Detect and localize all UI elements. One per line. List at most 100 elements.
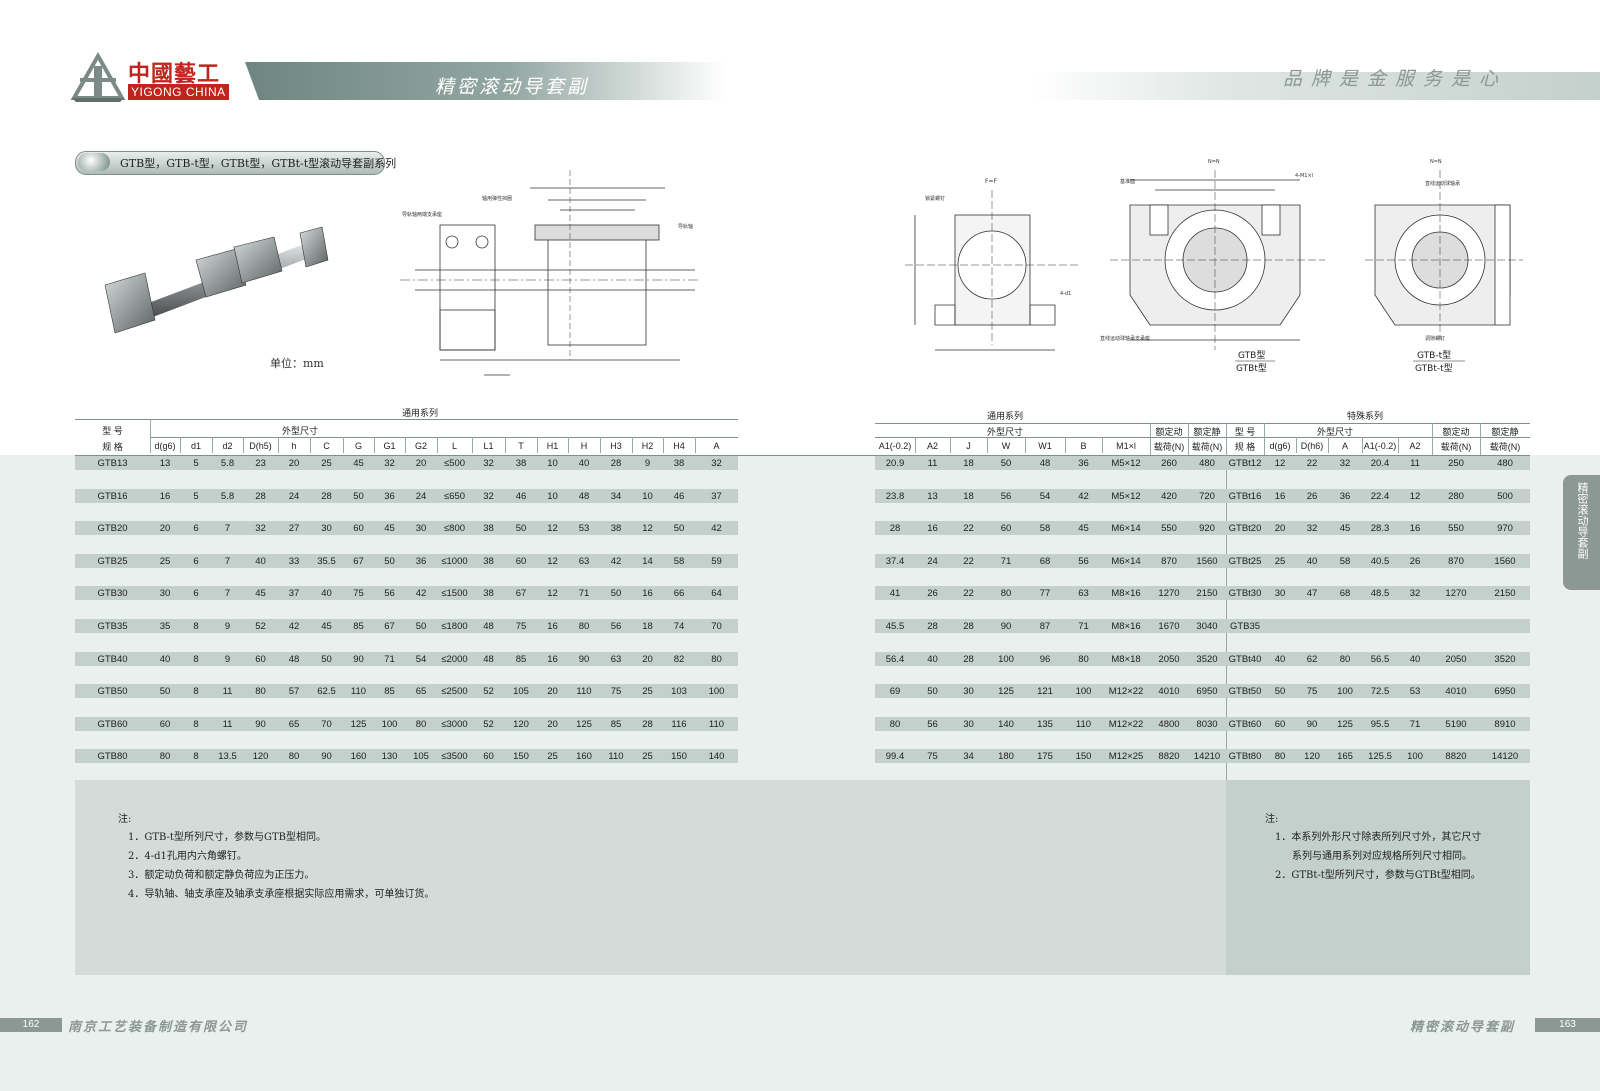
cell-left: 67 (353, 556, 364, 567)
cell-special: 12 (1409, 491, 1421, 502)
cell-left: 80 (578, 621, 590, 632)
cell-right: 56 (1078, 556, 1089, 567)
cell-special-model: GTBt60 (1228, 719, 1262, 730)
col-header-left-3: D(h5) (249, 441, 272, 451)
cell-special: 36 (1339, 491, 1351, 502)
col-divider-left-15 (632, 437, 633, 453)
cell-left: 110 (350, 686, 367, 697)
cell-left: 90 (353, 654, 364, 665)
cell-left: 66 (673, 588, 685, 599)
cell-special: 80 (1339, 654, 1351, 665)
cell-right: 28 (889, 523, 901, 534)
cell-dynamic-load: 4800 (1158, 719, 1180, 730)
cell-static-load: 3040 (1196, 621, 1218, 632)
cell-right: M8×16 (1111, 588, 1141, 599)
col-divider-special-2 (1362, 437, 1363, 453)
cell-left: 160 (350, 751, 367, 762)
cell-special: 32 (1306, 523, 1318, 534)
cell-right: 28 (963, 654, 974, 665)
header-slogan: 品牌是金服务是心 (1283, 68, 1508, 90)
cell-special: 60 (1274, 719, 1286, 730)
cell-left: 110 (708, 719, 725, 730)
cell-left: 45 (353, 458, 364, 469)
cell-left: 32 (483, 458, 494, 469)
cell-left: 20 (547, 719, 558, 730)
cell-left: 50 (384, 556, 395, 567)
series-title: GTB型，GTB-t型，GTBt型，GTBt-t型滚动导套副系列 (120, 157, 397, 170)
cell-right: 26 (927, 588, 938, 599)
col-divider-right-0 (915, 437, 916, 453)
cell-special: 22.4 (1370, 491, 1390, 502)
cell-left: 45 (384, 523, 395, 534)
cell-left: 80 (255, 686, 266, 697)
cell-left: 11 (222, 719, 233, 730)
cell-special-static-load: 3520 (1494, 654, 1516, 665)
cell-special-model: GTBt50 (1228, 686, 1262, 697)
cell-special: 28.3 (1370, 523, 1390, 534)
cell-left: 80 (415, 719, 427, 730)
cell-special: 120 (1304, 751, 1320, 762)
cell-left: 28 (321, 491, 332, 502)
cell-right: M12×22 (1108, 719, 1144, 730)
col-divider-load-5 (1480, 423, 1481, 455)
cell-right: 135 (1037, 719, 1053, 730)
cell-dynamic-load: 260 (1161, 458, 1177, 469)
cell-right: 150 (1075, 751, 1092, 762)
cell-left: 38 (483, 556, 494, 567)
label-adjust-screw: 调隙螺钉 (1425, 335, 1445, 342)
cell-right: 40 (927, 654, 938, 665)
cell-special-dynamic-load: 4010 (1445, 686, 1467, 697)
cell-left: 8 (193, 621, 199, 632)
cell-model: GTB20 (97, 523, 128, 534)
cell-left: ≤1000 (441, 556, 468, 567)
cell-left: 14 (642, 556, 653, 567)
cell-right: 24 (927, 556, 938, 567)
col-divider-left-top (150, 419, 151, 437)
table-row (75, 717, 738, 731)
cell-left: 48 (483, 654, 494, 665)
cell-right: 68 (1039, 556, 1051, 567)
header-dyn-load-1: 额定动 (1155, 427, 1183, 437)
cell-right: 36 (1078, 458, 1089, 469)
cell-left: 37 (288, 588, 300, 599)
cell-right: 22 (963, 588, 974, 599)
cell-left: 160 (576, 751, 592, 762)
cell-left: ≤500 (443, 458, 466, 469)
col-header-right-5: B (1080, 441, 1087, 451)
cell-left: 50 (159, 686, 171, 697)
cell-special: 125 (1337, 719, 1353, 730)
cell-right: 45.5 (885, 621, 905, 632)
cell-left: 70 (711, 621, 722, 632)
cell-left: 80 (711, 654, 722, 665)
col-header-left-17: A (713, 441, 720, 451)
cell-left: 13 (159, 458, 171, 469)
cell-left: 38 (610, 523, 622, 534)
cell-left: 52 (483, 686, 494, 697)
header-special-model: 型 号 (1234, 427, 1256, 437)
cell-left: 140 (708, 751, 725, 762)
notes-left-item-3: 3．额定动负荷和额定静负荷应为正压力。 (128, 870, 315, 881)
cell-left: 85 (610, 719, 622, 730)
footer-company-name: 南京工艺装备制造有限公司 (68, 1020, 249, 1035)
cell-left: 50 (353, 491, 364, 502)
cell-right: M12×22 (1108, 686, 1144, 697)
cell-left: 10 (547, 458, 558, 469)
col-divider-right-5 (1102, 437, 1103, 453)
table-row (875, 554, 1530, 568)
table-top-rule-left (75, 419, 738, 420)
cell-right: 45 (1078, 523, 1089, 534)
cell-dynamic-load: 420 (1161, 491, 1177, 502)
cell-left: 8 (193, 719, 199, 730)
cell-left: 16 (547, 654, 558, 665)
cell-model: GTB50 (97, 686, 128, 697)
cell-left: 24 (415, 491, 427, 502)
header-stat-load-1: 额定静 (1193, 427, 1221, 437)
unit-label: 单位：mm (270, 357, 324, 370)
cell-right: 90 (1000, 621, 1012, 632)
cell-left: 8 (193, 654, 199, 665)
col-divider-left-16 (663, 437, 664, 453)
cell-right: 56.4 (885, 654, 905, 665)
cell-left: 38 (483, 523, 494, 534)
cell-left: 20 (159, 523, 171, 534)
cell-left: 30 (321, 523, 332, 534)
